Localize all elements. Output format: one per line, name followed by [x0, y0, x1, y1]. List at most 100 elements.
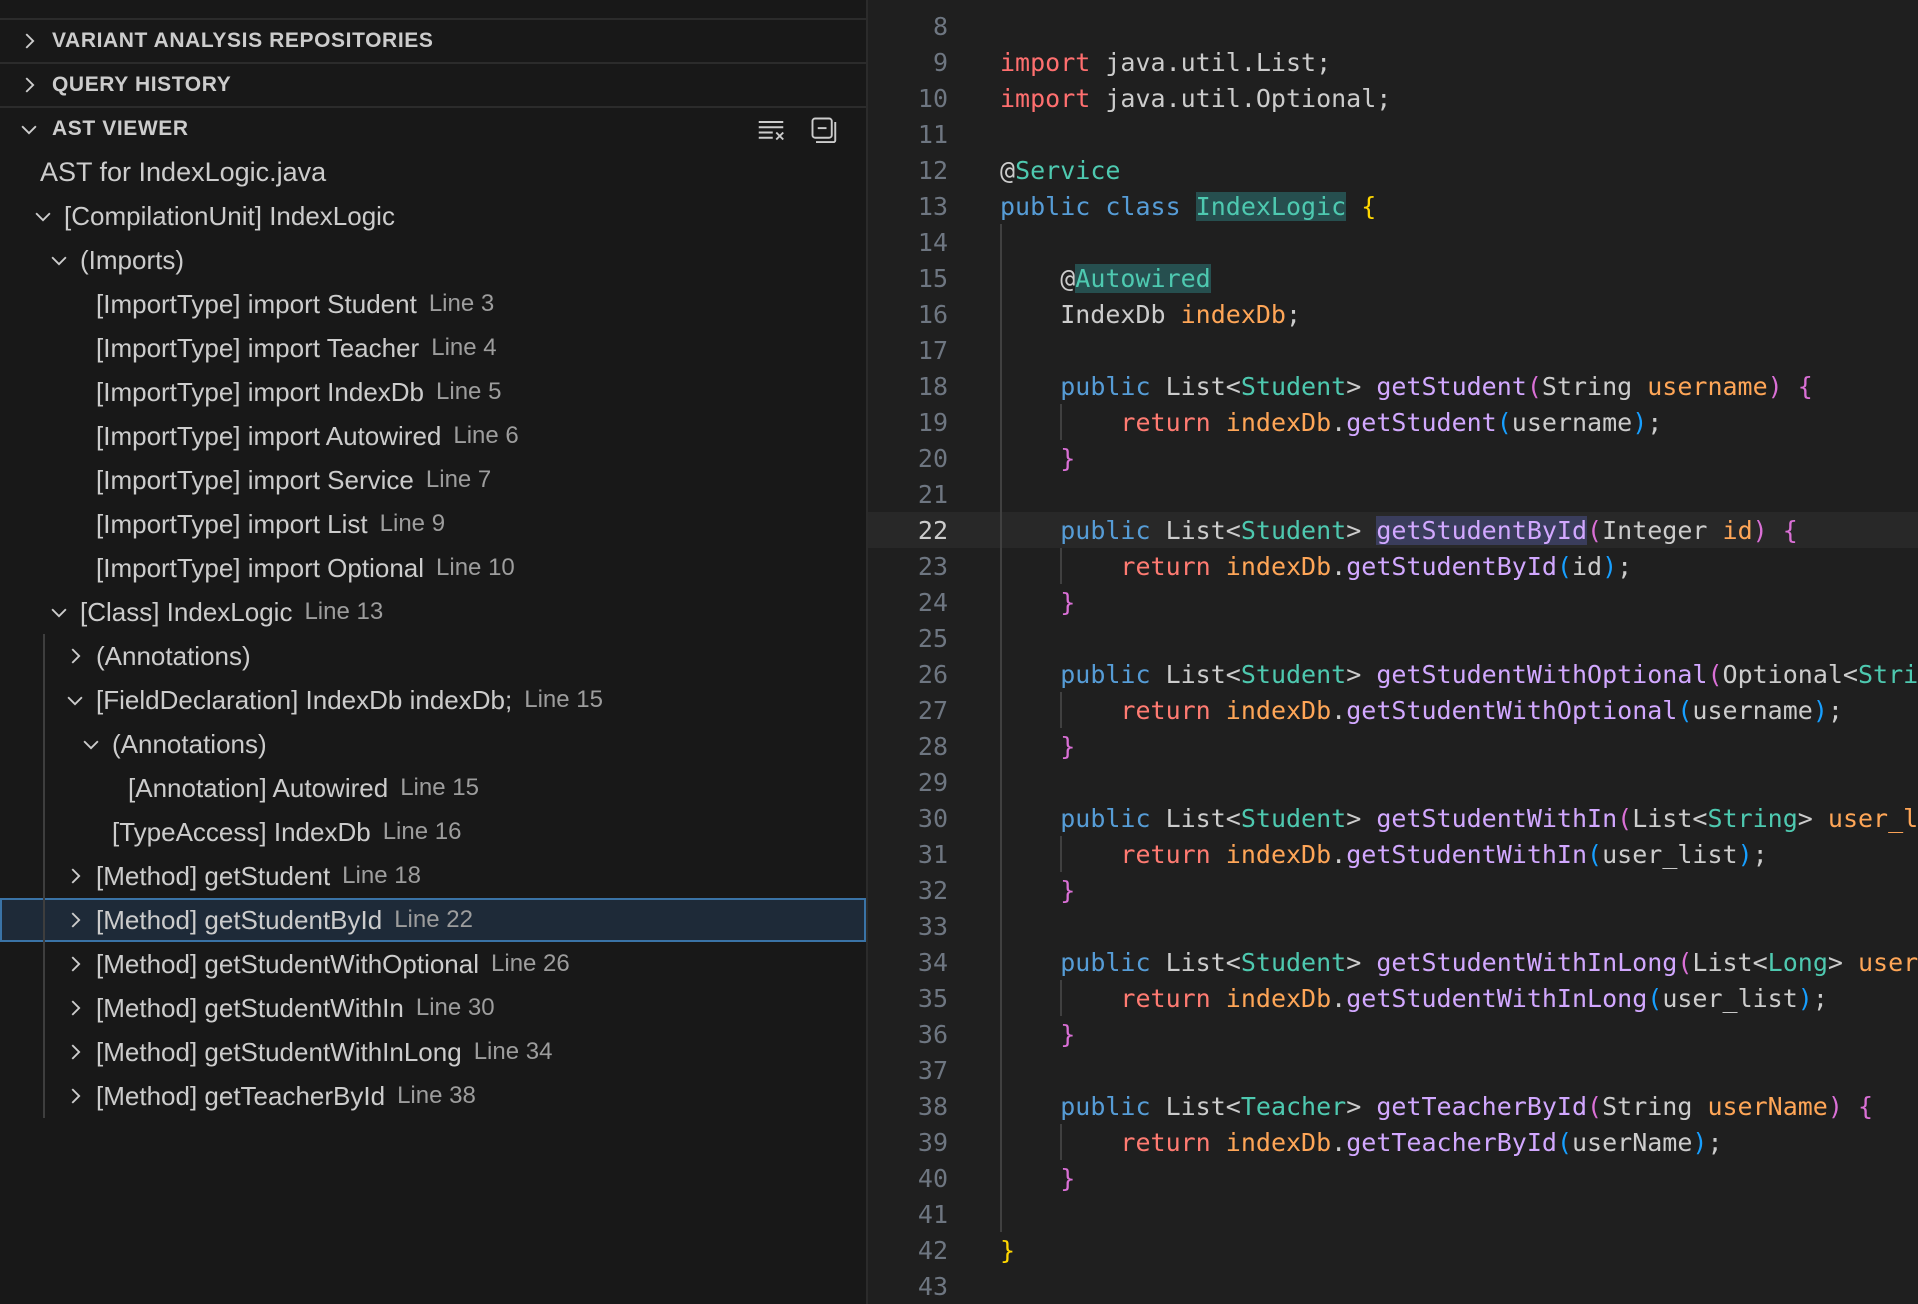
code-token: Autowired	[1075, 263, 1211, 293]
code-token: List<	[1150, 659, 1241, 689]
code-line[interactable]: 25	[868, 620, 1918, 656]
ast-tree: [CompilationUnit] IndexLogic(Imports)[Im…	[0, 194, 866, 1118]
code-line[interactable]: 12@Service	[868, 152, 1918, 188]
code-line[interactable]: 40 }	[868, 1160, 1918, 1196]
code-line[interactable]: 16 IndexDb indexDb;	[868, 296, 1918, 332]
code-line[interactable]: 34 public List<Student> getStudentWithIn…	[868, 944, 1918, 980]
code-token: .	[1331, 407, 1347, 437]
code-text: }	[1000, 1164, 1075, 1193]
section-query-history[interactable]: QUERY HISTORY	[0, 64, 866, 108]
line-number: 27	[917, 695, 948, 725]
code-token	[1346, 192, 1361, 221]
code-token: (	[1526, 371, 1542, 401]
code-token: )	[1812, 695, 1828, 725]
line-number: 38	[917, 1091, 948, 1121]
tree-item[interactable]: [CompilationUnit] IndexLogic	[0, 194, 866, 238]
code-line[interactable]: 18 public List<Student> getStudent(Strin…	[868, 368, 1918, 404]
code-token: }	[1060, 443, 1076, 473]
code-line[interactable]: 21	[868, 476, 1918, 512]
code-line[interactable]: 15 @Autowired	[868, 260, 1918, 296]
code-token: return	[1120, 983, 1211, 1013]
indent-guide	[1000, 224, 1002, 1232]
code-line[interactable]: 26 public List<Student> getStudentWithOp…	[868, 656, 1918, 692]
code-line[interactable]: 28 }	[868, 728, 1918, 764]
code-token: (	[1617, 803, 1633, 833]
clear-all-icon[interactable]	[756, 114, 786, 144]
line-number: 12	[917, 155, 948, 185]
code-line[interactable]: 42}	[868, 1232, 1918, 1268]
code-line[interactable]: 14	[868, 224, 1918, 260]
code-line[interactable]: 31 return indexDb.getStudentWithIn(user_…	[868, 836, 1918, 872]
code-line[interactable]: 32 }	[868, 872, 1918, 908]
tree-item[interactable]: (Annotations)	[0, 722, 866, 766]
code-token: userName	[1707, 1091, 1828, 1121]
code-line[interactable]: 35 return indexDb.getStudentWithInLong(u…	[868, 980, 1918, 1016]
code-token: ) {	[1827, 1091, 1874, 1121]
code-token	[1211, 984, 1226, 1013]
code-line[interactable]: 22 public List<Student> getStudentById(I…	[868, 512, 1918, 548]
code-line[interactable]: 24 }	[868, 584, 1918, 620]
code-line[interactable]: 43	[868, 1268, 1918, 1304]
code-line[interactable]: 33	[868, 908, 1918, 944]
code-line[interactable]: 36 }	[868, 1016, 1918, 1052]
line-number: 36	[917, 1019, 948, 1049]
tree-item[interactable]: (Imports)	[0, 238, 866, 282]
code-token: getStudentById	[1346, 551, 1557, 581]
tree-item-label: (Annotations)	[112, 728, 267, 759]
code-text: return indexDb.getStudentWithOptional(us…	[1000, 696, 1843, 725]
tree-item[interactable]: [FieldDeclaration] IndexDb indexDb;Line …	[0, 678, 866, 722]
collapse-all-icon[interactable]	[808, 114, 838, 144]
code-line[interactable]: 27 return indexDb.getStudentWithOptional…	[868, 692, 1918, 728]
code-line[interactable]: 23 return indexDb.getStudentById(id);	[868, 548, 1918, 584]
code-line[interactable]: 17	[868, 332, 1918, 368]
line-number: 13	[917, 191, 948, 221]
code-line[interactable]: 39 return indexDb.getTeacherById(userNam…	[868, 1124, 1918, 1160]
code-line[interactable]: 37	[868, 1052, 1918, 1088]
code-token: ;	[1285, 299, 1302, 329]
code-token	[1000, 948, 1060, 977]
section-variant-analysis-repositories[interactable]: VARIANT ANALYSIS REPOSITORIES	[0, 20, 866, 64]
code-token: List<	[1150, 371, 1241, 401]
code-line[interactable]: 11	[868, 116, 1918, 152]
code-token: )	[1602, 551, 1618, 581]
section-label: QUERY HISTORY	[52, 73, 232, 96]
code-line[interactable]: 19 return indexDb.getStudent(username);	[868, 404, 1918, 440]
code-token: Long	[1767, 947, 1828, 977]
tree-item[interactable]: (Annotations)	[0, 634, 866, 678]
code-line[interactable]: 29	[868, 764, 1918, 800]
code-line[interactable]: 30 public List<Student> getStudentWithIn…	[868, 800, 1918, 836]
code-line[interactable]: 38 public List<Teacher> getTeacherById(S…	[868, 1088, 1918, 1124]
tree-item-line: Line 26	[491, 950, 570, 977]
code-line[interactable]: 41	[868, 1196, 1918, 1232]
tree-item-line: Line 30	[415, 994, 495, 1021]
code-token: }	[1060, 875, 1076, 905]
tree-item-line: Line 15	[524, 686, 603, 713]
section-ast-viewer[interactable]: AST VIEWER	[0, 108, 866, 150]
code-line[interactable]: 20 }	[868, 440, 1918, 476]
code-line[interactable]: 8	[868, 8, 1918, 44]
code-token: ;	[1617, 551, 1633, 581]
code-token: List<	[1150, 947, 1241, 977]
code-token: (	[1677, 947, 1693, 977]
indent-guide	[1060, 404, 1063, 440]
